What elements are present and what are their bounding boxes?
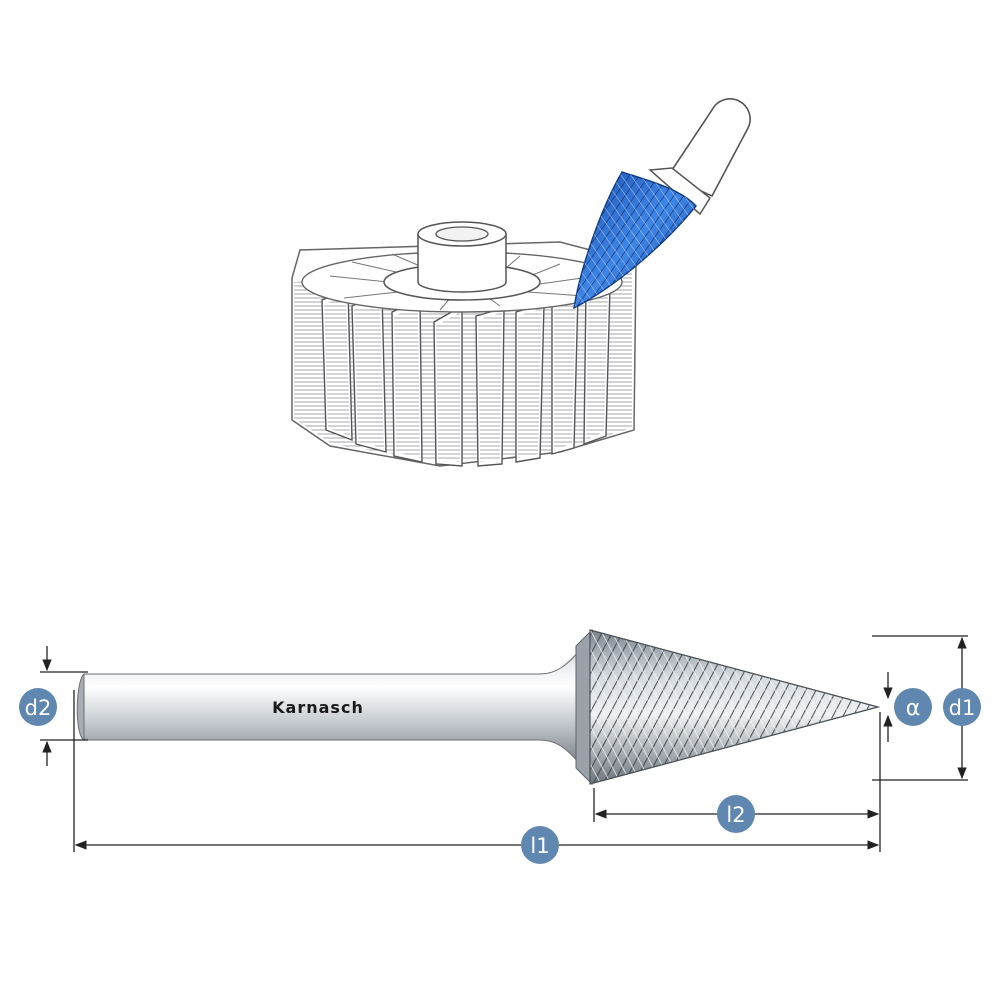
label-l2-text: l2 [726, 803, 745, 827]
label-alpha-text: α [906, 696, 921, 721]
label-l1: l1 [521, 826, 559, 864]
flap-wheel-illustration [291, 221, 637, 467]
label-d1-text: d1 [949, 696, 976, 720]
brand-label: Karnasch [272, 698, 364, 717]
hub-bore [435, 226, 489, 242]
label-d2-text: d2 [25, 696, 52, 720]
label-l1-text: l1 [530, 834, 549, 858]
label-d1: d1 [943, 688, 981, 726]
dimension-lines [40, 635, 968, 852]
burr-shank-top [666, 98, 751, 198]
blue-burr-illustration [573, 98, 751, 310]
label-d2: d2 [19, 688, 57, 726]
label-l2: l2 [717, 795, 755, 833]
burr-tool-drawing: Karnasch [76, 628, 881, 786]
hub-cylinder [417, 233, 507, 293]
label-alpha: α [894, 688, 932, 726]
